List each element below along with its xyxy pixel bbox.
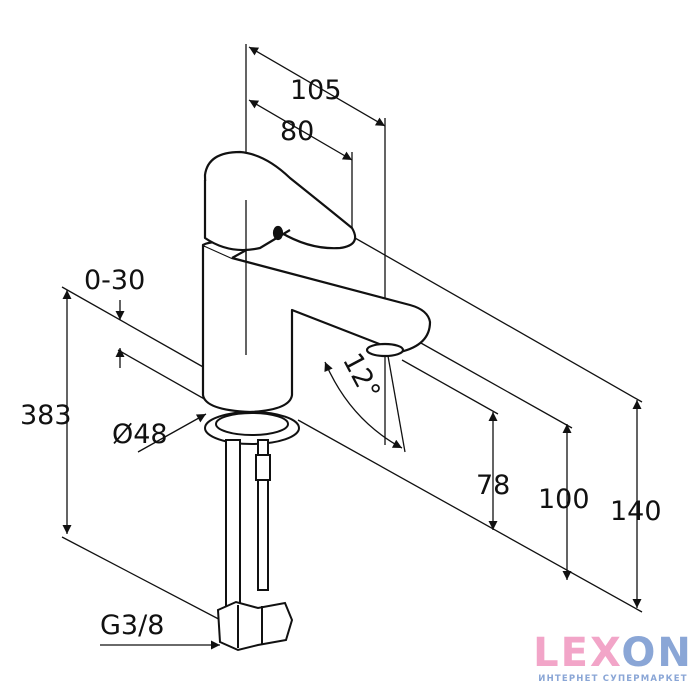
- extension-line-140: [354, 237, 643, 403]
- dim-label-48: Ø48: [112, 419, 168, 450]
- logo-wordmark: LEXON: [533, 630, 693, 676]
- lexon-logo: LEXON ИНТЕРНЕТ СУПЕРМАРКЕТ: [533, 632, 693, 684]
- dim-label-0-30: 0-30: [84, 265, 145, 296]
- angle-arc-12: [324, 361, 403, 449]
- dim-line-48: [137, 413, 207, 453]
- extension-line-100: [411, 337, 573, 429]
- faucet-base: [204, 411, 300, 652]
- faucet-body: [201, 150, 432, 414]
- dim-line-80: [248, 99, 353, 161]
- dim-label-140: 140: [610, 496, 662, 527]
- dim-label-105: 105: [290, 75, 342, 106]
- extension-line-383-top: [61, 286, 213, 373]
- dim-line-105: [248, 46, 386, 127]
- extension-line-383-bottom: [61, 536, 231, 626]
- dim-label-383: 383: [20, 400, 72, 431]
- dim-label-80: 80: [280, 116, 314, 147]
- connection-nut: [216, 600, 294, 652]
- dim-label-100: 100: [538, 484, 590, 515]
- dim-label-g38: G3/8: [100, 610, 164, 641]
- dim-label-78: 78: [476, 470, 510, 501]
- extension-line-0-30: [117, 349, 216, 406]
- handle-mark: [272, 225, 284, 241]
- angle-line-12: [387, 355, 406, 453]
- aerator: [365, 342, 405, 358]
- logo-subtitle: ИНТЕРНЕТ СУПЕРМАРКЕТ: [538, 674, 688, 684]
- base-line: [297, 419, 643, 613]
- extension-line-78: [401, 359, 499, 415]
